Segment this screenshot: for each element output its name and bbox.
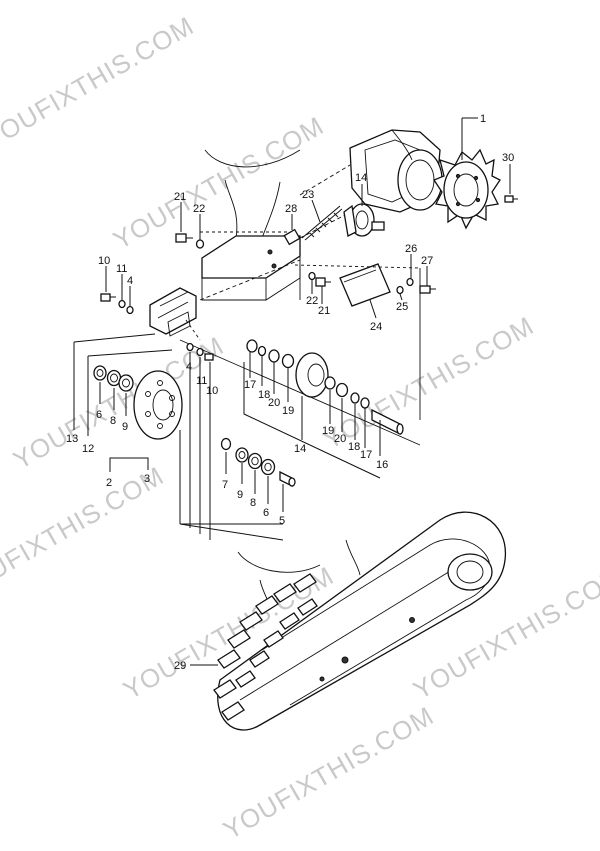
callout-label: 19 — [282, 405, 294, 417]
callout-label: 10 — [206, 385, 218, 397]
callout-label: 6 — [263, 507, 269, 519]
callout-label: 21 — [174, 191, 186, 203]
washer-4-lower — [186, 342, 194, 352]
callout-label: 13 — [66, 433, 78, 445]
washer-11-lower — [196, 347, 204, 357]
callout-label: 18 — [348, 441, 360, 453]
callout-label: 10 — [98, 255, 110, 267]
washer-4-upper — [126, 305, 134, 315]
bolt-21-lower — [315, 277, 331, 287]
callout-label: 20 — [334, 433, 346, 445]
bolt-10-lower — [204, 353, 214, 361]
yoke-14-upper — [343, 203, 385, 237]
callout-label: 4 — [127, 275, 133, 287]
callout-label: 19 — [322, 425, 334, 437]
bolt-21-upper — [175, 233, 193, 243]
washer-25 — [396, 285, 404, 295]
callout-label: 9 — [237, 489, 243, 501]
callout-label: 3 — [144, 473, 150, 485]
washer-22-upper — [195, 239, 205, 249]
callout-label: 2 — [106, 477, 112, 489]
callout-label: 20 — [268, 397, 280, 409]
nut-28 — [283, 228, 301, 246]
track-frame-upper — [201, 149, 301, 301]
washer-26 — [406, 277, 414, 287]
washer-22-lower — [308, 271, 316, 281]
watermark: YOUFIXTHIS.COM — [8, 330, 229, 475]
callout-label: 17 — [360, 449, 372, 461]
guard-bracket — [149, 287, 197, 337]
track-roller — [93, 365, 183, 440]
callout-label: 22 — [193, 203, 205, 215]
callout-labels: 1 30 14 23 28 21 22 10 11 4 26 27 22 21 … — [66, 113, 514, 672]
rubber-track-29 — [213, 511, 506, 731]
callout-label: 28 — [285, 203, 297, 215]
callout-label: 18 — [258, 389, 270, 401]
watermark: YOUFIXTHIS.COM — [318, 310, 539, 455]
callout-label: 30 — [502, 152, 514, 164]
roller-shaft-parts — [220, 437, 296, 488]
washer-11-upper — [118, 299, 126, 309]
callout-label: 23 — [302, 189, 314, 201]
callout-label: 8 — [110, 415, 116, 427]
callout-label: 21 — [318, 305, 330, 317]
callout-label: 11 — [196, 375, 207, 387]
callout-label: 16 — [376, 459, 388, 471]
callout-label: 24 — [370, 321, 382, 333]
callout-label: 7 — [222, 479, 228, 491]
callout-label: 17 — [244, 379, 256, 391]
callout-label: 26 — [405, 243, 417, 255]
callout-label: 29 — [174, 660, 186, 672]
callout-label: 4 — [186, 361, 192, 373]
callout-label: 27 — [421, 255, 433, 267]
callout-label: 25 — [396, 301, 408, 313]
idler-assembly — [246, 339, 404, 436]
travel-motor — [349, 129, 443, 213]
sprocket-wheel — [433, 148, 501, 230]
watermark-layer: YOUFIXTHIS.COM YOUFIXTHIS.COM YOUFIXTHIS… — [0, 10, 600, 845]
callout-label: 5 — [279, 515, 285, 527]
callout-label: 22 — [306, 295, 318, 307]
callout-label: 14 — [355, 172, 367, 184]
callout-label: 8 — [250, 497, 256, 509]
bolt-27 — [419, 285, 436, 294]
leader-lines — [73, 117, 511, 541]
callout-label: 12 — [82, 443, 94, 455]
adjuster-bolt-23 — [301, 205, 343, 241]
callout-label: 1 — [480, 113, 486, 125]
cover-plate-24 — [339, 263, 391, 307]
callout-label: 6 — [96, 409, 102, 421]
watermark: YOUFIXTHIS.COM — [0, 10, 199, 155]
callout-label: 14 — [294, 443, 306, 455]
callout-label: 9 — [122, 421, 128, 433]
bolt-30 — [504, 195, 518, 203]
bolt-10-upper — [100, 293, 116, 302]
callout-label: 11 — [116, 263, 127, 275]
